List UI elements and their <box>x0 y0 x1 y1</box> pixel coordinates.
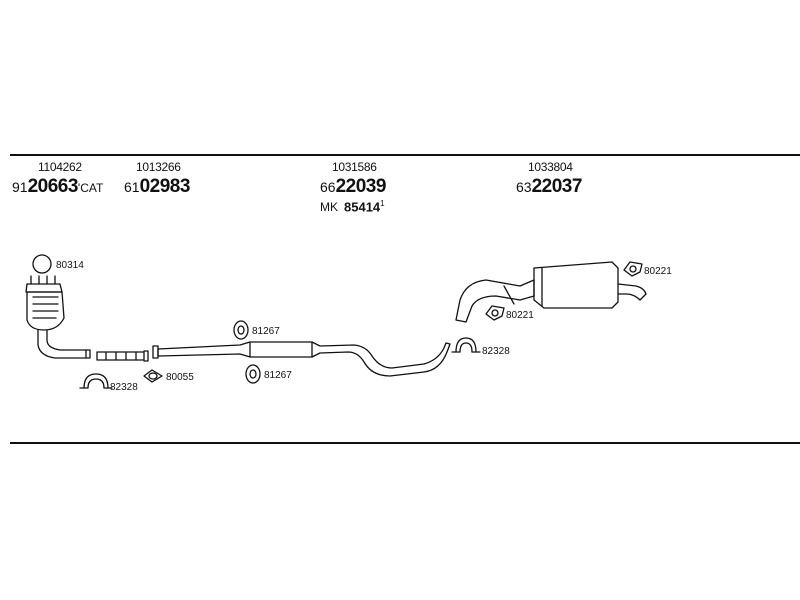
part-header-front-pipe: 1013266 6102983 <box>124 160 190 198</box>
part-code-prefix: 63 <box>516 179 532 195</box>
rear-silencer <box>455 261 647 323</box>
gasket-80055-hole <box>148 372 158 380</box>
mounting-kit-mark: 1 <box>380 199 385 208</box>
part-code: 6322037 <box>516 176 582 198</box>
callout-80221-mid: 80221 <box>506 310 534 321</box>
part-ref-number: 1031586 <box>332 160 377 174</box>
mounting-kit-prefix: MK <box>320 200 338 215</box>
part-header-catalytic-converter: 1104262 9120663'CAT <box>12 160 103 198</box>
part-code-main: 20663 <box>27 176 79 197</box>
catalytic-converter <box>25 275 91 359</box>
mounting-kit-number: 85414 <box>344 199 381 215</box>
middle-silencer-pipe <box>152 341 451 377</box>
part-code-suffix: 'CAT <box>77 181 104 195</box>
top-divider-line <box>10 154 800 156</box>
callout-82328-left: 82328 <box>110 382 138 393</box>
callout-80221-right: 80221 <box>644 266 672 277</box>
hanger-80221-right <box>623 261 643 277</box>
callout-81267-bottom: 81267 <box>264 370 292 381</box>
callout-80055: 80055 <box>166 372 194 383</box>
front-pipe <box>96 350 149 362</box>
part-ref-number: 1013266 <box>136 160 181 174</box>
clamp-82328-left <box>79 373 113 389</box>
part-code-main: 22039 <box>335 176 387 197</box>
part-code-prefix: 66 <box>320 179 336 195</box>
part-header-middle-silencer: 1031586 6622039 MK 854141 <box>320 160 386 214</box>
callout-82328-right: 82328 <box>482 346 510 357</box>
part-code-prefix: 61 <box>124 179 140 195</box>
mounting-kit-code: MK 854141 <box>320 199 386 214</box>
callout-80314: 80314 <box>56 260 84 271</box>
rubber-hanger-81267-top <box>233 320 249 340</box>
part-code: 9120663'CAT <box>12 176 103 198</box>
hanger-80221-mid <box>485 305 505 321</box>
gasket-80055 <box>143 369 163 383</box>
part-code: 6102983 <box>124 176 190 198</box>
part-header-rear-silencer: 1033804 6322037 <box>516 160 582 198</box>
part-code-prefix: 91 <box>12 179 28 195</box>
part-code: 6622039 <box>320 176 386 198</box>
callout-81267-top: 81267 <box>252 326 280 337</box>
rubber-hanger-81267-bottom <box>245 364 261 384</box>
part-ref-number: 1033804 <box>528 160 573 174</box>
part-ref-number: 1104262 <box>38 160 82 174</box>
part-code-main: 02983 <box>139 176 191 197</box>
part-code-main: 22037 <box>531 176 583 197</box>
clamp-82328-right <box>451 337 481 353</box>
bottom-divider-line <box>10 442 800 444</box>
seal-ring-80314 <box>32 254 52 274</box>
